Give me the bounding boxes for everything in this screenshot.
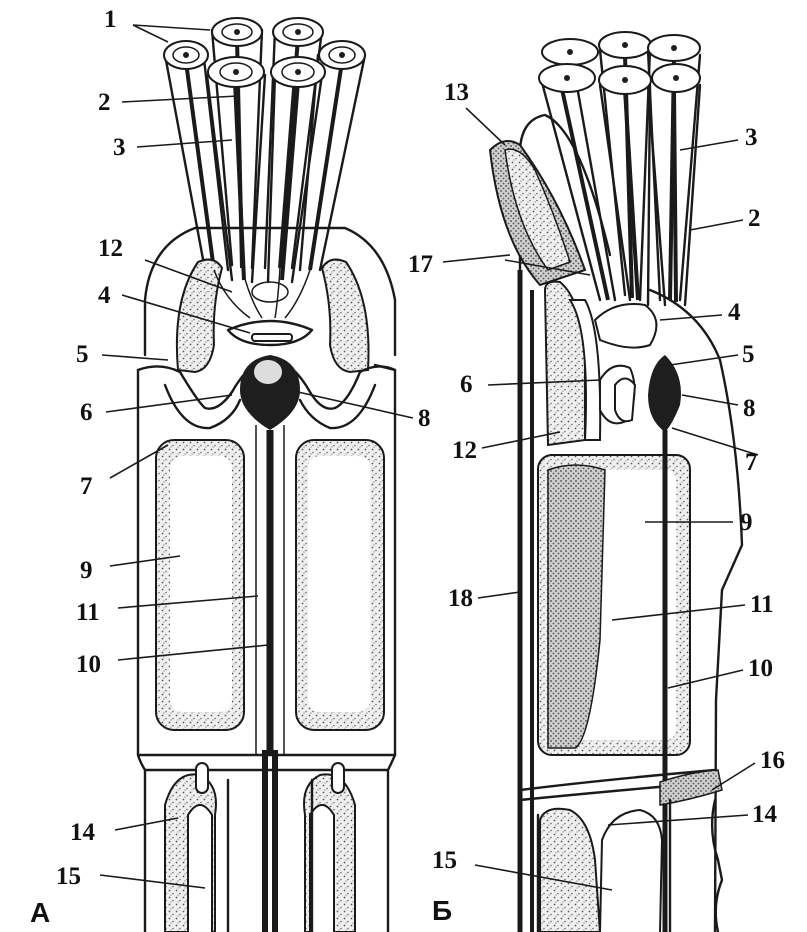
panel-a	[138, 18, 395, 932]
label-b-6: 6	[460, 371, 473, 398]
label-a-2: 2	[98, 89, 111, 116]
label-b-9: 9	[740, 509, 753, 536]
stippled-lobe-left-a	[177, 260, 222, 372]
label-a-14: 14	[70, 819, 96, 846]
label-a-3: 3	[113, 134, 126, 161]
label-a-4: 4	[98, 282, 111, 309]
panel-label-a: А	[30, 897, 50, 928]
label-b-16: 16	[760, 747, 785, 774]
label-b-12: 12	[452, 437, 477, 464]
label-a-7: 7	[80, 473, 93, 500]
label-b-5: 5	[742, 341, 755, 368]
stippled-lobe-right-a	[322, 260, 369, 372]
label-a-6: 6	[80, 399, 93, 426]
label-b-7: 7	[745, 449, 758, 476]
label-a-11: 11	[76, 599, 100, 626]
label-b-11: 11	[750, 591, 774, 618]
label-a-9: 9	[80, 557, 93, 584]
label-b-14: 14	[752, 801, 778, 828]
nerve-bulb-b	[648, 355, 681, 432]
label-b-13: 13	[444, 79, 469, 106]
panel-label-b: Б	[432, 895, 452, 926]
panel-b	[490, 32, 742, 932]
label-b-15: 15	[432, 847, 457, 874]
label-b-3: 3	[745, 124, 758, 151]
label-a-5: 5	[76, 341, 89, 368]
label-b-4: 4	[728, 299, 741, 326]
sensilla-bundle-a	[164, 18, 365, 282]
label-b-17: 17	[408, 251, 433, 278]
label-a-12: 12	[98, 235, 123, 262]
label-a-10: 10	[76, 651, 101, 678]
label-a-15: 15	[56, 863, 81, 890]
label-b-18: 18	[448, 585, 473, 612]
label-a-8: 8	[418, 405, 431, 432]
label-b-10: 10	[748, 655, 773, 682]
label-b-2: 2	[748, 205, 761, 232]
label-a-1: 1	[104, 6, 117, 33]
label-b-8: 8	[743, 395, 756, 422]
